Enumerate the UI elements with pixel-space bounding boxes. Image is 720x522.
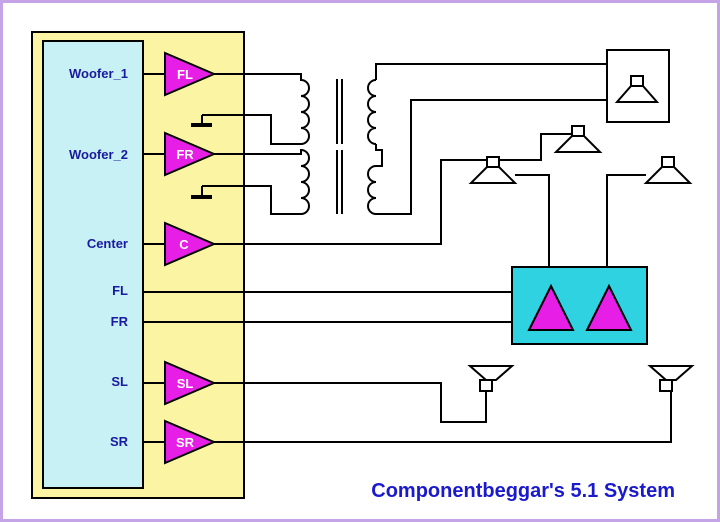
- label-fr: FR: [111, 314, 129, 329]
- amp-center: C: [164, 221, 217, 267]
- surround-left-wire: [214, 382, 487, 423]
- amp-fr-label: FR: [176, 147, 194, 162]
- ground-symbol-1: [191, 115, 212, 127]
- label-center: Center: [87, 236, 128, 251]
- amp-fl-label: FL: [177, 67, 193, 82]
- amp-fl: FL: [164, 51, 217, 97]
- front-left-speaker-icon: [468, 156, 518, 184]
- label-woofer-2: Woofer_2: [69, 147, 128, 162]
- transformer-1: [202, 63, 607, 167]
- amp-sl: SL: [164, 360, 217, 406]
- transformer-2: [202, 99, 607, 215]
- label-sr: SR: [110, 434, 129, 449]
- system-diagram: Woofer_1 Woofer_2 Center FL FR SL SR FL …: [31, 31, 695, 502]
- center-wire: [214, 133, 578, 245]
- amp-sl-label: SL: [177, 376, 194, 391]
- amp-sr-label: SR: [176, 435, 195, 450]
- label-fl: FL: [112, 283, 128, 298]
- surround-right-wire: [214, 391, 672, 443]
- amp-sr: SR: [164, 419, 217, 465]
- front-amp-box: [511, 266, 648, 345]
- surround-left-speaker-icon: [467, 365, 515, 392]
- ground-symbol-2: [191, 186, 212, 199]
- subwoofer-box: [606, 49, 670, 123]
- front-right-speaker-icon: [643, 156, 693, 184]
- input-wires: [142, 73, 165, 443]
- label-sl: SL: [111, 374, 128, 389]
- amp-center-label: C: [179, 237, 189, 252]
- front-right-speaker-wire: [606, 174, 646, 267]
- diagram-title: Componentbeggar's 5.1 System: [371, 480, 675, 502]
- front-line-wires: [142, 291, 512, 323]
- front-left-speaker-wire: [515, 174, 550, 267]
- label-woofer-1: Woofer_1: [69, 66, 128, 81]
- amp-fr: FR: [164, 131, 217, 177]
- source-panel-inner: [42, 40, 144, 489]
- center-speaker-icon: [553, 125, 603, 153]
- surround-right-speaker-icon: [647, 365, 695, 392]
